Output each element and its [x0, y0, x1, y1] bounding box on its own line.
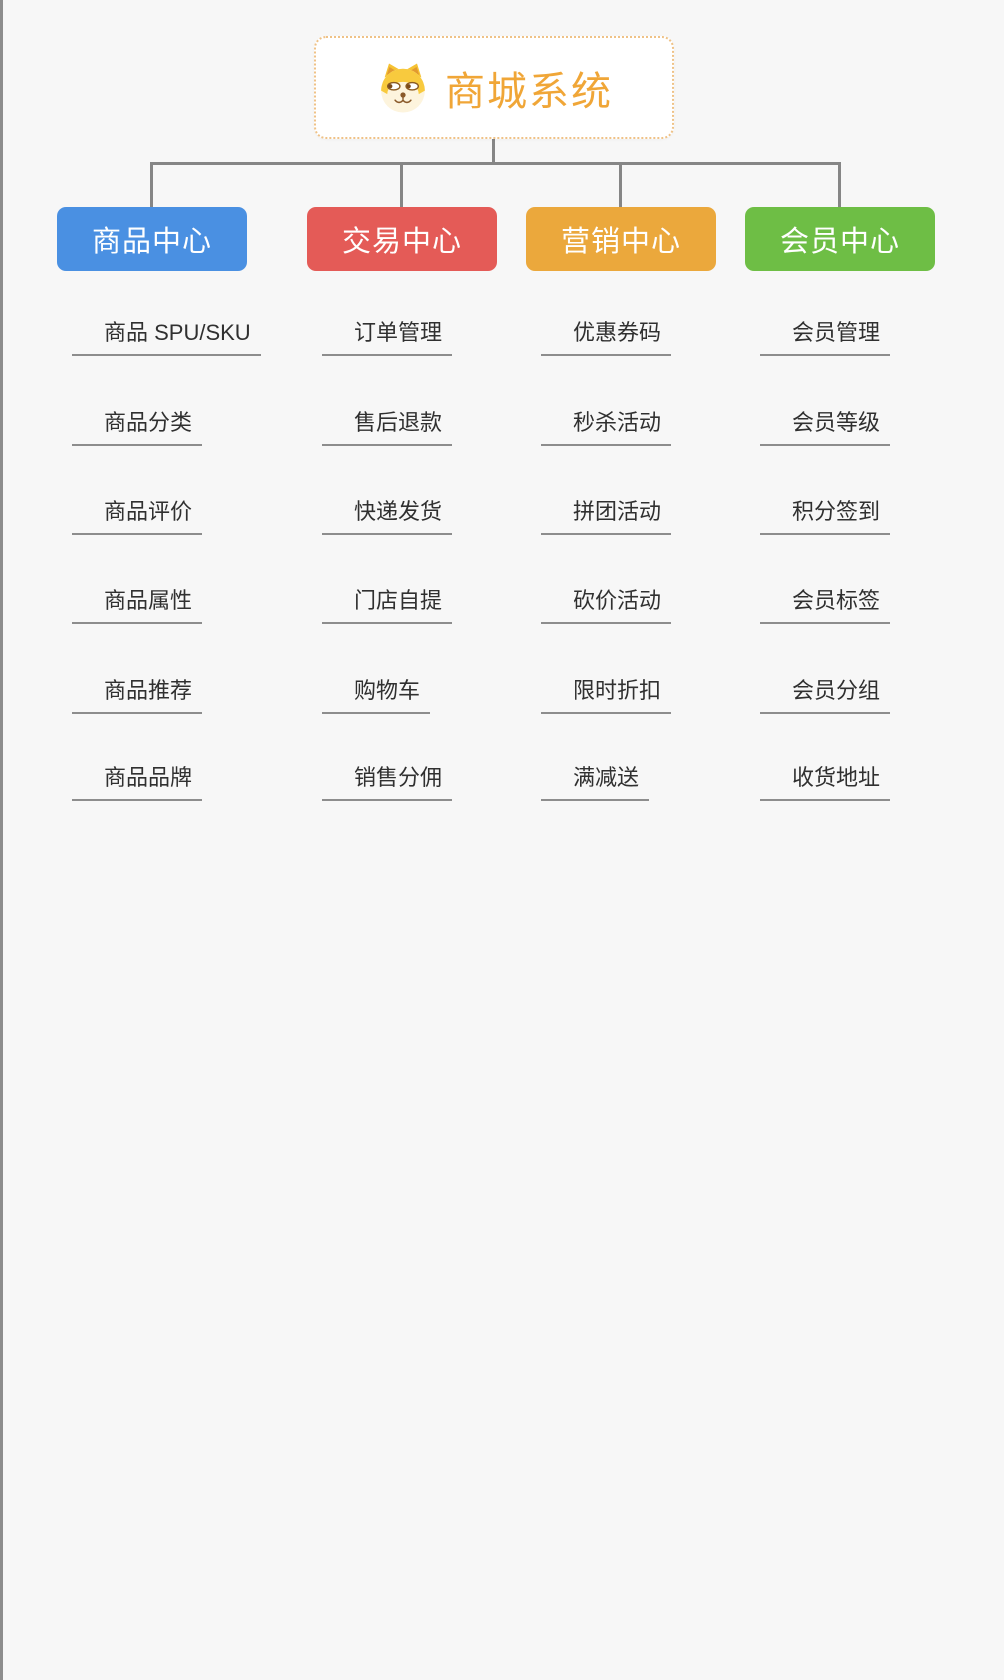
root-node-title: 商城系统 [445, 69, 613, 114]
leaf-topic[interactable]: 会员分组 [760, 676, 891, 714]
leaf-topic[interactable]: 商品品牌 [72, 763, 203, 801]
branch-label: 营销中心 [560, 226, 681, 258]
leaf-topic[interactable]: 秒杀活动 [541, 408, 672, 446]
connector-drop-members [838, 162, 841, 208]
root-node-mall-system[interactable]: 商城系统 [314, 36, 674, 139]
branch-label: 会员中心 [779, 226, 900, 258]
leaf-topic[interactable]: 满减送 [541, 763, 650, 801]
leaf-topic[interactable]: 拼团活动 [541, 497, 672, 535]
connector-trunk-products [0, 0, 3, 530]
connector-drop-trade [400, 162, 403, 208]
branch-items-trade: 订单管理 售后退款 快递发货 门店自提 购物车 销售分佣 [322, 271, 562, 811]
connector-root-stem [492, 137, 495, 165]
leaf-topic[interactable]: 优惠券码 [541, 318, 672, 356]
branch-node-marketing[interactable]: 营销中心 [526, 207, 716, 271]
branch-items-products: 商品 SPU/SKU 商品分类 商品评价 商品属性 商品推荐 商品品牌 [72, 271, 312, 811]
leaf-topic[interactable]: 砍价活动 [541, 586, 672, 624]
leaf-topic[interactable]: 会员等级 [760, 408, 891, 446]
leaf-topic[interactable]: 销售分佣 [322, 763, 453, 801]
branch-node-products[interactable]: 商品中心 [57, 207, 247, 271]
branch-label: 商品中心 [91, 226, 212, 258]
leaf-topic[interactable]: 快递发货 [322, 497, 453, 535]
leaf-topic[interactable]: 积分签到 [760, 497, 891, 535]
connector-drop-marketing [619, 162, 622, 208]
leaf-topic[interactable]: 商品分类 [72, 408, 203, 446]
leaf-topic[interactable]: 商品属性 [72, 586, 203, 624]
leaf-topic[interactable]: 会员标签 [760, 586, 891, 624]
leaf-topic[interactable]: 商品评价 [72, 497, 203, 535]
branch-node-trade[interactable]: 交易中心 [307, 207, 497, 271]
branch-items-marketing: 优惠券码 秒杀活动 拼团活动 砍价活动 限时折扣 满减送 [541, 271, 781, 811]
connector-branch-bar [151, 162, 841, 165]
connector-trunk-marketing [0, 1060, 3, 1590]
connector-drop-products [150, 162, 153, 208]
leaf-topic[interactable]: 限时折扣 [541, 676, 672, 714]
shiba-dog-icon [381, 63, 425, 112]
branch-items-members: 会员管理 会员等级 积分签到 会员标签 会员分组 收货地址 [760, 271, 1000, 811]
leaf-topic[interactable]: 门店自提 [322, 586, 453, 624]
leaf-topic[interactable]: 售后退款 [322, 408, 453, 446]
leaf-topic[interactable]: 商品 SPU/SKU [72, 318, 261, 356]
leaf-topic[interactable]: 订单管理 [322, 318, 453, 356]
branch-label: 交易中心 [341, 226, 462, 258]
leaf-topic[interactable]: 收货地址 [760, 763, 891, 801]
leaf-topic[interactable]: 购物车 [322, 676, 431, 714]
leaf-topic[interactable]: 商品推荐 [72, 676, 203, 714]
connector-trunk-members [0, 1590, 3, 1680]
leaf-topic[interactable]: 会员管理 [760, 318, 891, 356]
connector-trunk-trade [0, 530, 3, 1060]
branch-node-members[interactable]: 会员中心 [745, 207, 935, 271]
